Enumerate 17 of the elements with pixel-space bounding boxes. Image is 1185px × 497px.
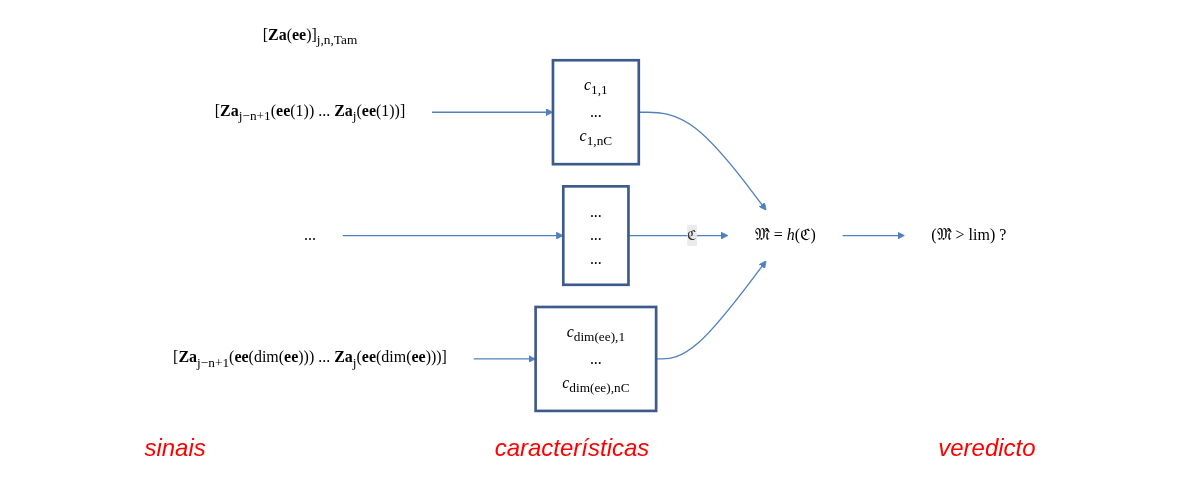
node-box: c$_{1,1}$ ... c$_{1,nC}$ xyxy=(551,58,641,165)
node-box: ... ... ... xyxy=(562,184,631,286)
node-text: [Za$_{j−n+1}$(ee(dim(ee))) ... Za$_{j}$(ee(dim(ee)))] xyxy=(173,347,448,369)
caption-note: características xyxy=(494,434,650,462)
edge-label: ℭ xyxy=(687,227,698,243)
caption-note: veredicto xyxy=(938,434,1036,462)
arrow xyxy=(342,231,564,239)
arrow xyxy=(628,231,729,239)
node-text: (𝔐̂ > lim) ? xyxy=(931,225,1007,244)
node-text: [Za$_{j−n+1}$(ee(1)) ... Za$_{j}$(ee(1))] xyxy=(215,101,406,122)
arrow xyxy=(431,107,554,116)
caption-note: sinais xyxy=(144,434,206,462)
node-text: 𝔐̂ = h(ℭ) xyxy=(754,225,817,244)
node-box: c$_{dim(ee),1}$ ... c$_{dim(ee),nC}$ xyxy=(534,305,658,412)
node-text: [Za(ee)]$_{j,n,Tam}$ xyxy=(263,25,358,47)
arrow xyxy=(842,231,906,239)
node-text: ... xyxy=(304,225,317,244)
